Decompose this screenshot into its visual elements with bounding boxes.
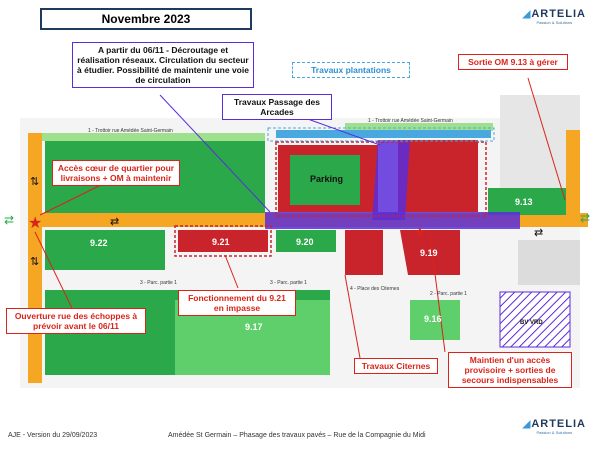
street-label-trottoir-left: 1 - Trottoir rue Amédée Saint-Germain: [88, 128, 173, 134]
leader-arcades: [304, 117, 381, 146]
street-label-parc-3a: 3 - Parc. partie 1: [140, 280, 177, 286]
lot-9-13: [488, 188, 566, 215]
lot-red-north-east: [398, 140, 478, 212]
works-passage-arcades: [372, 140, 410, 220]
callout-ouverture: Ouverture rue des échoppes à prévoir ava…: [6, 308, 146, 334]
lot-9-19: [400, 230, 460, 275]
leader-ouverture: [34, 231, 73, 309]
logo-icon: ◢: [522, 8, 532, 20]
trottoir-left: [30, 133, 265, 141]
bv-vrd-hatched: [499, 291, 571, 348]
trottoir-right: [345, 123, 493, 131]
brand-tagline: Passion & Solutions: [536, 20, 573, 25]
plantation-strip: [276, 130, 491, 138]
footer-description: Amédée St Germain – Phasage des travaux …: [168, 432, 426, 439]
arrow-two-way-horizontal-2: ⇄: [534, 227, 543, 239]
callout-plantations: Travaux plantations: [292, 62, 410, 78]
road-vertical-right: [566, 130, 580, 225]
lot-9-20: [276, 230, 336, 252]
star-marker-east: ★: [414, 224, 426, 239]
leader-citernes: [344, 274, 361, 359]
lot-label-9-19: 9.19: [420, 248, 438, 258]
bv-vrd-label: BV VRD: [520, 320, 543, 326]
star-marker-west: ★: [28, 215, 42, 232]
leader-fonctionnement: [224, 254, 239, 289]
lot-9-21: [178, 230, 268, 252]
street-label-place-citernes: 4 - Place des Citernes: [350, 286, 400, 292]
lot-9-22: [45, 230, 165, 270]
arrow-exit-west: ⇄: [4, 213, 14, 227]
arrow-two-way-vertical: ⇅: [30, 176, 39, 188]
lot-9-16: [410, 300, 460, 340]
callout-sortie-om: Sortie OM 9.13 à gérer: [458, 54, 568, 70]
lot-label-9-13: 9.13: [515, 197, 533, 207]
footer-brand-logo: ◢ARTELIA Passion & Solutions: [523, 418, 586, 435]
leader-maintien: [429, 234, 446, 353]
callout-acces-coeur: Accès cœur de quartier pour livraisons +…: [52, 160, 180, 186]
page-title: Novembre 2023: [40, 8, 252, 30]
arrow-two-way-vertical-2: ⇅: [30, 256, 39, 268]
lot-label-9-21: 9.21: [212, 237, 230, 247]
lot-label-9-17: 9.17: [245, 322, 263, 332]
footer-version: AJE - Version du 29/09/2023: [8, 432, 98, 439]
street-label-parc-3b: 3 - Parc. partie 1: [270, 280, 307, 286]
leader-sortie: [527, 77, 566, 201]
brand-name: ARTELIA: [531, 8, 586, 20]
leader-decroutage: [159, 94, 271, 213]
street-label-parc-2: 2 - Parc. partie 1: [430, 291, 467, 297]
callout-citernes: Travaux Citernes: [354, 358, 438, 374]
zone-outline-plantations: [267, 127, 495, 142]
brand-tagline-footer: Passion & Solutions: [536, 430, 573, 435]
lot-red-citernes: [345, 230, 383, 275]
existing-building-2: [518, 240, 580, 285]
logo-icon-footer: ◢: [522, 418, 532, 430]
brand-logo: ◢ARTELIA Passion & Solutions: [523, 8, 586, 25]
zone-outline-parking: [275, 141, 487, 217]
zone-outline-9-21: [174, 225, 272, 257]
callout-decroutage: A partir du 06/11 - Décroutage et réalis…: [72, 42, 254, 88]
parking-lot: [290, 155, 360, 205]
lot-label-9-22: 9.22: [90, 238, 108, 248]
lot-label-parking: Parking: [310, 174, 343, 184]
leader-acces: [39, 182, 106, 216]
lot-label-9-20: 9.20: [296, 237, 314, 247]
brand-name-footer: ARTELIA: [531, 418, 586, 430]
arrow-exit-east: ⇄: [580, 211, 590, 225]
callout-maintien: Maintien d'un accès provisoire + sorties…: [448, 352, 572, 388]
callout-fonctionnement: Fonctionnement du 9.21 en impasse: [178, 290, 296, 316]
callout-passage-arcades: Travaux Passage des Arcades: [222, 94, 332, 120]
street-label-trottoir-right: 1 - Trottoir rue Amédée Saint-Germain: [368, 118, 453, 124]
arrow-two-way-horizontal: ⇄: [110, 216, 119, 228]
lot-label-9-16: 9.16: [424, 314, 442, 324]
